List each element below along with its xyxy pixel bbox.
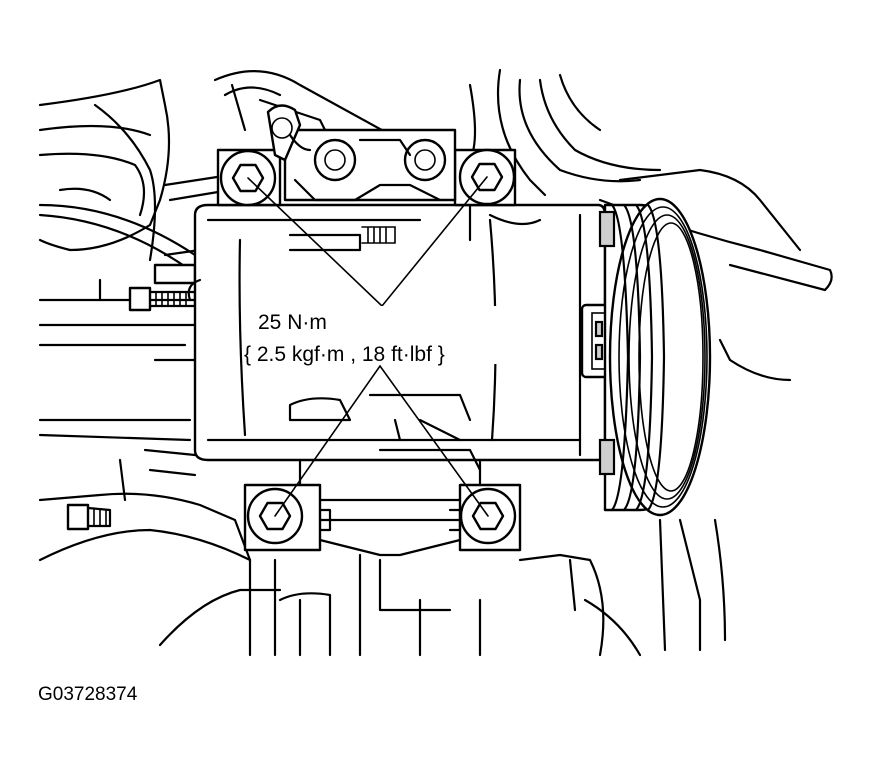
lower-left-stud: [66, 503, 112, 531]
engine-background: [38, 68, 833, 657]
pulley-icon: [598, 197, 712, 517]
label-backing: [244, 306, 534, 364]
figure-id-label: G03728374: [38, 684, 138, 705]
torque-value-label: 25 N·m: [258, 311, 327, 334]
torque-alt-units-label: { 2.5 kgf·m , 18 ft·lbf }: [244, 343, 445, 366]
side-bolt: [128, 263, 197, 312]
